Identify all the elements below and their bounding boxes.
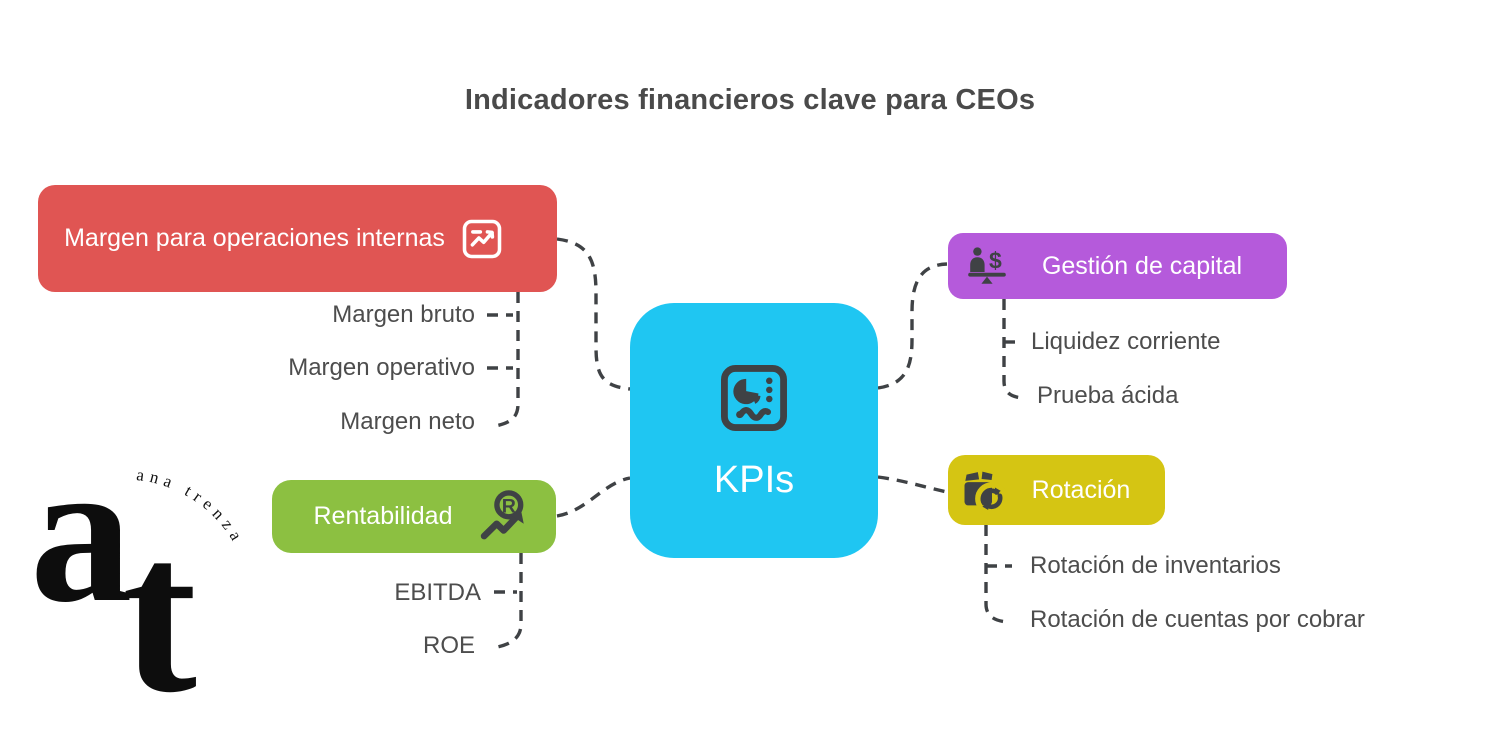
r-coin-growth-icon: R: [480, 489, 524, 539]
node-rotacion: Rotación: [948, 455, 1165, 525]
leaf-liquidez-corriente: Liquidez corriente: [1031, 328, 1221, 355]
connector-gestion-children: [1002, 299, 1024, 400]
person-money-balance-icon: $: [968, 247, 1006, 284]
connector-margen-children: [494, 292, 520, 428]
leaf-margen-bruto: Margen bruto: [332, 301, 475, 328]
connector-rentabilidad-kpis: [556, 476, 631, 518]
connector-kpis-rotacion: [877, 475, 948, 494]
connector-rotacion-children: [984, 525, 1009, 624]
svg-text:R: R: [502, 495, 516, 517]
node-kpis-label: KPIs: [713, 459, 795, 501]
leaf-margen-operativo: Margen operativo: [288, 354, 475, 381]
node-rotacion-label: Rotación: [1031, 475, 1131, 504]
dashboard-chart-icon: [721, 365, 787, 431]
node-margen-operaciones: Margen para operaciones internas: [38, 185, 557, 292]
connector-kpis-gestion: [877, 262, 948, 390]
brand-logo: ana trenza a t: [30, 428, 243, 728]
report-trend-icon: [462, 219, 502, 258]
svg-text:$: $: [989, 247, 1002, 273]
leaf-ebitda: EBITDA: [394, 579, 481, 606]
node-kpis-center: KPIs: [630, 303, 878, 558]
leaf-margen-neto: Margen neto: [340, 408, 475, 435]
package-rotate-icon: [964, 471, 1007, 515]
node-gestion-capital: $ Gestión de capital: [948, 233, 1287, 299]
connector-margen-kpis: [556, 237, 631, 391]
leaf-roe: ROE: [422, 632, 475, 659]
leaf-rotacion-inventarios: Rotación de inventarios: [1030, 552, 1281, 579]
node-gestion-label: Gestión de capital: [1041, 251, 1243, 280]
monogram-letter-t: t: [122, 489, 197, 728]
monogram-letter-a: a: [30, 428, 133, 645]
leaf-prueba-acida: Prueba ácida: [1037, 382, 1179, 409]
node-rentabilidad-label: Rentabilidad: [313, 502, 453, 530]
page-title: Indicadores financieros clave para CEOs: [464, 84, 1036, 116]
node-margen-label: Margen para operaciones internas: [64, 223, 445, 252]
connector-rentabilidad-children: [491, 553, 523, 650]
leaf-rotacion-cuentas: Rotación de cuentas por cobrar: [1030, 606, 1365, 633]
node-rentabilidad: Rentabilidad R: [272, 480, 556, 553]
